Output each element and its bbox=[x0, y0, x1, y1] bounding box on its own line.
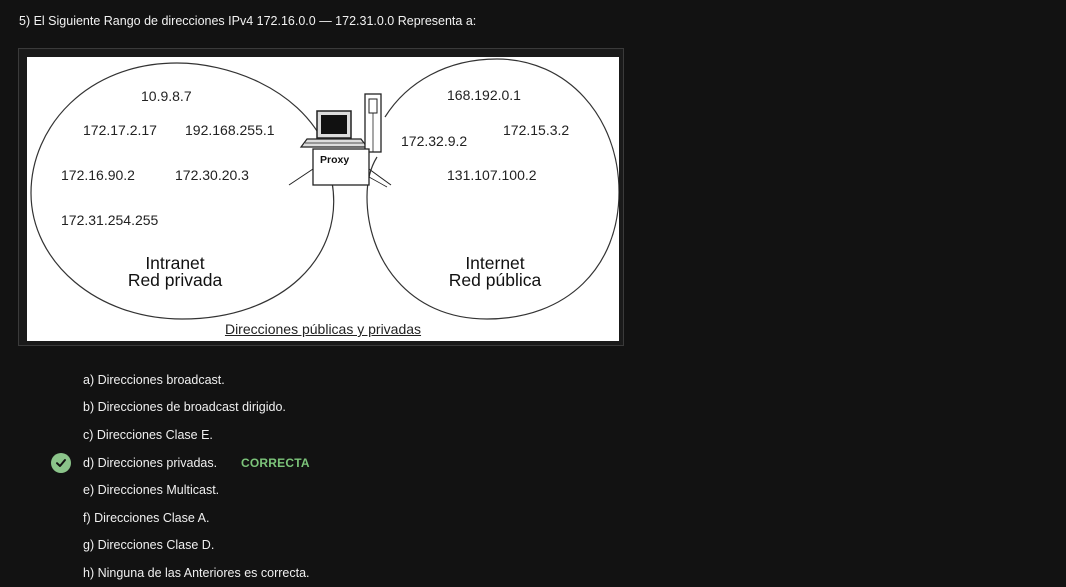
intranet-ip: 172.16.90.2 bbox=[61, 167, 135, 183]
answer-option-e[interactable]: e) Direcciones Multicast. bbox=[0, 476, 700, 504]
intranet-ip: 192.168.255.1 bbox=[185, 122, 275, 138]
intranet-label: Intranet Red privada bbox=[127, 253, 223, 290]
option-label: b) Direcciones de broadcast dirigido. bbox=[83, 400, 286, 415]
proxy-box bbox=[312, 148, 370, 186]
answer-option-f[interactable]: f) Direcciones Clase A. bbox=[0, 504, 700, 532]
ip-address-diagram: 10.9.8.7 172.17.2.17 192.168.255.1 172.1… bbox=[27, 57, 619, 341]
answer-option-d[interactable]: d) Direcciones privadas. CORRECTA bbox=[0, 449, 700, 477]
internet-ip: 131.107.100.2 bbox=[447, 167, 537, 183]
internet-ip: 172.15.3.2 bbox=[503, 122, 570, 138]
answer-option-b[interactable]: b) Direcciones de broadcast dirigido. bbox=[0, 394, 700, 422]
option-label: e) Direcciones Multicast. bbox=[83, 483, 220, 498]
answer-option-c[interactable]: c) Direcciones Clase E. bbox=[0, 421, 700, 449]
internet-ip: 172.32.9.2 bbox=[401, 133, 468, 149]
intranet-ip: 172.30.20.3 bbox=[175, 167, 249, 183]
option-label: h) Ninguna de las Anteriores es correcta… bbox=[83, 565, 310, 580]
diagram-caption: Direcciones públicas y privadas bbox=[224, 321, 422, 337]
option-label: f) Direcciones Clase A. bbox=[83, 510, 210, 525]
internet-ellipse bbox=[366, 58, 619, 320]
figure-frame: 10.9.8.7 172.17.2.17 192.168.255.1 172.1… bbox=[18, 48, 624, 346]
option-label: a) Direcciones broadcast. bbox=[83, 372, 225, 387]
correct-badge: CORRECTA bbox=[241, 455, 310, 470]
intranet-ip: 172.31.254.255 bbox=[61, 212, 159, 228]
option-label: c) Direcciones Clase E. bbox=[83, 427, 213, 442]
intranet-ellipse bbox=[30, 62, 335, 320]
answer-options: a) Direcciones broadcast. b) Direcciones… bbox=[0, 366, 700, 587]
intranet-ip: 10.9.8.7 bbox=[141, 88, 192, 104]
question-text: 5) El Siguiente Rango de direcciones IPv… bbox=[19, 14, 477, 28]
internet-label: Internet Red pública bbox=[448, 253, 542, 290]
computer-icon bbox=[299, 93, 382, 153]
proxy-label: Proxy bbox=[320, 154, 350, 166]
diagram-shapes bbox=[30, 58, 619, 320]
answer-option-h[interactable]: h) Ninguna de las Anteriores es correcta… bbox=[0, 559, 700, 587]
check-circle-icon bbox=[51, 452, 71, 473]
answer-option-g[interactable]: g) Direcciones Clase D. bbox=[0, 532, 700, 560]
option-label: d) Direcciones privadas. bbox=[83, 455, 218, 470]
option-label: g) Direcciones Clase D. bbox=[83, 538, 215, 553]
internet-ip: 168.192.0.1 bbox=[447, 87, 521, 103]
intranet-ip: 172.17.2.17 bbox=[83, 122, 157, 138]
answer-option-a[interactable]: a) Direcciones broadcast. bbox=[0, 366, 700, 394]
